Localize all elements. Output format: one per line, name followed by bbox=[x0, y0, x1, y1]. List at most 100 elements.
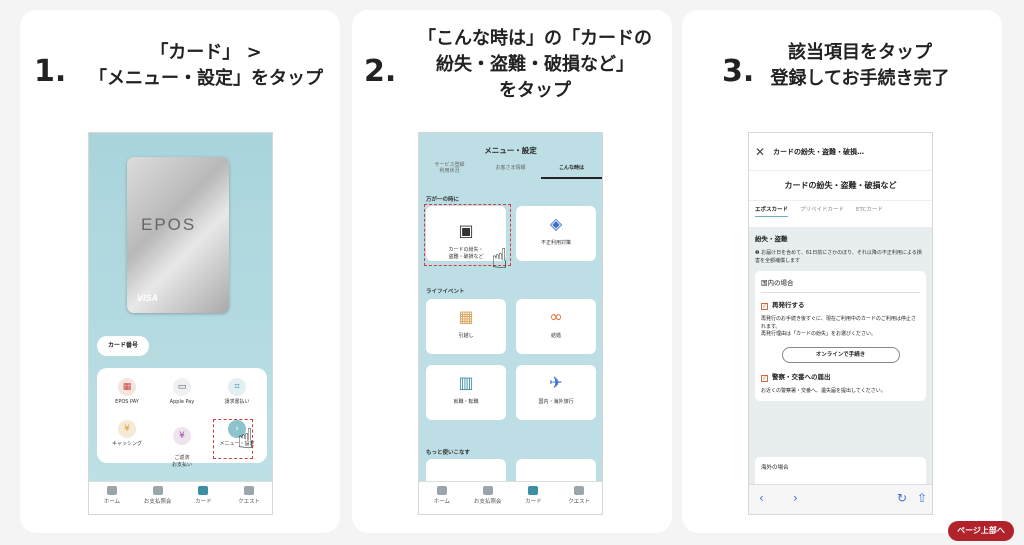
online-procedure-button[interactable]: オンラインで手続き bbox=[781, 346, 900, 363]
browser-nav-bar: ‹ › ↻ ⇧ bbox=[749, 484, 932, 514]
menu-item-repayment[interactable]: ¥ ご返済 お支払い bbox=[154, 420, 210, 469]
home-icon bbox=[436, 486, 447, 495]
bottom-nav: ホーム お支払照会 カード クエスト bbox=[419, 481, 602, 514]
police-note: お近くの警察署・交番へ、遺失届を提出してください。 bbox=[761, 387, 886, 394]
visa-logo: VISA bbox=[137, 293, 159, 303]
menu-item-apple-pay[interactable]: ▭ Apple Pay bbox=[154, 378, 210, 406]
overseas-card: 海外の場合 bbox=[755, 457, 926, 487]
nav-payment[interactable]: お支払照会 bbox=[465, 482, 511, 514]
quest-icon bbox=[574, 486, 585, 495]
tab-customer-info[interactable]: お客さま情報 bbox=[495, 165, 526, 171]
pointing-hand-icon: ☝ bbox=[491, 242, 509, 275]
nav-payment[interactable]: お支払照会 bbox=[135, 482, 181, 514]
menu-item-epos-pay[interactable]: ▦ EPOS PAY bbox=[99, 378, 155, 406]
card-icon bbox=[198, 486, 209, 495]
checkbox-icon: ✓ bbox=[761, 303, 768, 310]
section-more: もっと使いこなす bbox=[426, 450, 471, 456]
menu-header: メニュー・設定 サービス登録 利用状況 お客さま情報 こんな時は bbox=[419, 133, 602, 179]
step-number: 3. bbox=[722, 54, 755, 89]
step-number: 1. bbox=[34, 54, 67, 89]
nav-home[interactable]: ホーム bbox=[89, 482, 135, 514]
quest-icon bbox=[244, 486, 255, 495]
tab-etc-card[interactable]: ETCカード bbox=[856, 207, 883, 213]
tile-marriage[interactable]: ∞結婚 bbox=[516, 299, 596, 354]
bottom-nav: ホーム お支払照会 カード クエスト bbox=[89, 481, 272, 514]
qr-pay-icon: ▦ bbox=[118, 378, 136, 396]
tile-fraud[interactable]: ◈不正利用対策 bbox=[516, 206, 596, 261]
reissue-note: 再発行のお手続き後すぐに、現在ご利用中のカードのご利用は停止されます。 再発行理… bbox=[761, 316, 916, 337]
police-report-item[interactable]: ✓警察・交番への届出 bbox=[761, 372, 831, 382]
step-title: 該当項目をタップ 登録してお手続き完了 bbox=[770, 42, 950, 89]
compensation-note: ❶ お届け日を含めて、61日前にさかのぼり、それ以降の不正利用による損害を全額補… bbox=[755, 250, 922, 264]
payment-amount-icon bbox=[152, 486, 163, 495]
phone-screenshot-menu: メニュー・設定 サービス登録 利用状況 お客さま情報 こんな時は 万が一の時に … bbox=[418, 132, 603, 515]
page-top-button[interactable]: ページ上部へ bbox=[948, 521, 1014, 541]
back-icon[interactable]: ‹ bbox=[759, 491, 764, 505]
forward-icon[interactable]: › bbox=[793, 491, 798, 505]
nav-quest[interactable]: クエスト bbox=[556, 482, 602, 514]
step-number: 2. bbox=[364, 54, 397, 89]
airplane-icon: ✈ bbox=[549, 373, 563, 392]
epos-logo: EPOS bbox=[141, 215, 197, 234]
nav-home[interactable]: ホーム bbox=[419, 482, 465, 514]
apple-pay-icon: ▭ bbox=[173, 378, 191, 396]
epos-card-image: EPOS VISA bbox=[127, 157, 229, 313]
browser-title-bar: ✕ カードの紛失・盗難・破損… bbox=[749, 133, 932, 171]
domestic-title: 国内の場合 bbox=[761, 277, 920, 293]
reissue-item[interactable]: ✓再発行する bbox=[761, 301, 805, 310]
highlight-box bbox=[424, 204, 511, 266]
card-icon bbox=[528, 486, 539, 495]
section-emergency: 万が一の時に bbox=[426, 197, 460, 203]
step-panel-1: 1. 「カード」 > 「メニュー・設定」をタップ EPOS VISA カード番号… bbox=[20, 10, 340, 533]
phone-screenshot-card: EPOS VISA カード番号 ▦ EPOS PAY ▭ Apple Pay ⌗… bbox=[88, 132, 273, 515]
share-icon[interactable]: ⇧ bbox=[917, 491, 928, 505]
step-panel-3: 3. 該当項目をタップ 登録してお手続き完了 ✕ カードの紛失・盗難・破損… カ… bbox=[682, 10, 1002, 533]
close-icon[interactable]: ✕ bbox=[755, 145, 766, 159]
menu-tabs: サービス登録 利用状況 お客さま情報 こんな時は bbox=[419, 162, 602, 179]
moving-icon: ▦ bbox=[458, 307, 474, 326]
page-title: カードの紛失・盗難・破損など bbox=[749, 171, 932, 201]
domestic-card: 国内の場合 ✓再発行する 再発行のお手続き後すぐに、現在ご利用中のカードのご利用… bbox=[755, 271, 926, 401]
phone-screenshot-lost-card: ✕ カードの紛失・盗難・破損… カードの紛失・盗難・破損など エポスカード プリ… bbox=[748, 132, 933, 515]
fraud-icon: ◈ bbox=[549, 214, 563, 233]
menu-settings-icon: › bbox=[228, 420, 246, 438]
highlight-box bbox=[213, 419, 253, 459]
overseas-title: 海外の場合 bbox=[761, 465, 789, 471]
step-title: 「カード」 > 「メニュー・設定」をタップ bbox=[89, 42, 323, 89]
section-title: 紛失・盗難 bbox=[755, 235, 788, 243]
tile-travel[interactable]: ✈国内・海外旅行 bbox=[516, 365, 596, 420]
card-menu-grid: ▦ EPOS PAY ▭ Apple Pay ⌗ 請求書払い ¥ キャッシング … bbox=[97, 368, 267, 468]
nav-card[interactable]: カード bbox=[181, 482, 227, 514]
payment-amount-icon bbox=[482, 486, 493, 495]
content-area: 紛失・盗難 ❶ お届け日を含めて、61日前にさかのぼり、それ以降の不正利用による… bbox=[749, 227, 932, 487]
card-type-tabs: エポスカード プリペイドカード ETCカード bbox=[755, 205, 926, 217]
payment-icon: ¥ bbox=[173, 427, 191, 445]
step-title: 「こんな時は」の「カードの 紛失・盗難・破損など」 をタップ bbox=[418, 28, 652, 101]
tab-service[interactable]: サービス登録 利用状況 bbox=[434, 162, 465, 174]
nav-card[interactable]: カード bbox=[511, 482, 557, 514]
tab-in-such-cases[interactable]: こんな時は bbox=[541, 162, 602, 179]
rings-icon: ∞ bbox=[549, 307, 563, 326]
bill-scan-icon: ⌗ bbox=[228, 378, 246, 396]
menu-item-cashing[interactable]: ¥ キャッシング bbox=[99, 420, 155, 448]
home-icon bbox=[106, 486, 117, 495]
tab-prepaid-card[interactable]: プリペイドカード bbox=[800, 207, 845, 213]
reload-icon[interactable]: ↻ bbox=[897, 491, 908, 505]
card-number-button[interactable]: カード番号 bbox=[97, 336, 149, 356]
checkbox-icon: ✓ bbox=[761, 374, 768, 382]
page-title: メニュー・設定 bbox=[484, 146, 537, 155]
lost-card-icon: ▣ bbox=[458, 221, 474, 240]
section-life-event: ライフイベント bbox=[426, 289, 465, 295]
office-icon: ▥ bbox=[458, 373, 474, 392]
menu-item-bill-pay[interactable]: ⌗ 請求書払い bbox=[209, 378, 265, 406]
menu-item-settings[interactable]: › メニュー・設定 bbox=[209, 420, 265, 448]
tile-employment[interactable]: ▥就職・転職 bbox=[426, 365, 506, 420]
tab-epos-card[interactable]: エポスカード bbox=[755, 205, 789, 217]
cash-icon: ¥ bbox=[118, 420, 136, 438]
tile-moving[interactable]: ▦引越し bbox=[426, 299, 506, 354]
tile-lost-card[interactable]: ▣カードの紛失・ 盗難・破損など bbox=[426, 206, 506, 261]
pointing-hand-icon: ☝ bbox=[237, 422, 255, 455]
step-panel-2: 2. 「こんな時は」の「カードの 紛失・盗難・破損など」 をタップ メニュー・設… bbox=[352, 10, 672, 533]
nav-quest[interactable]: クエスト bbox=[226, 482, 272, 514]
info-icon: ❶ bbox=[755, 250, 762, 256]
